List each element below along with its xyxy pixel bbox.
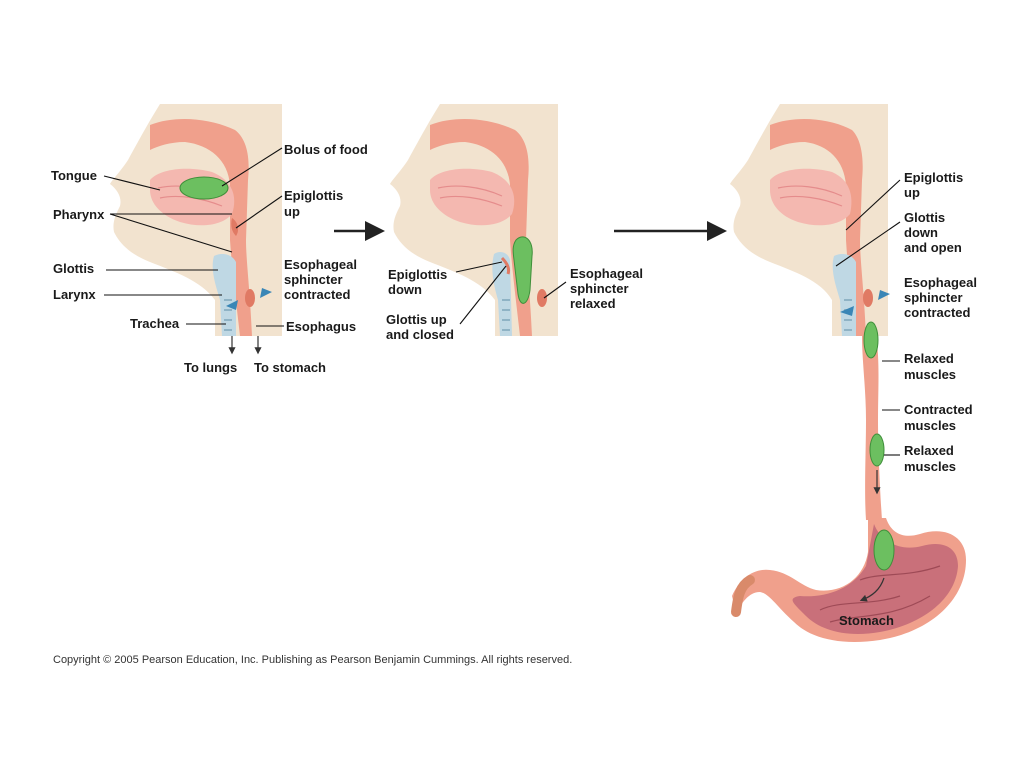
label-epiglottis-down-1: Epiglottis xyxy=(388,267,447,282)
label-epiglottis-down-2: down xyxy=(388,282,422,297)
label-pharynx: Pharynx xyxy=(53,207,105,222)
blue-arrow-left xyxy=(226,300,238,310)
blue-arrow-right xyxy=(260,288,272,298)
label-p3-epiglottis-1: Epiglottis xyxy=(904,170,963,185)
label-p3-sphincter-3: contracted xyxy=(904,305,971,320)
label-glottis-up-1: Glottis up xyxy=(386,312,447,327)
label-p3-sphincter-1: Esophageal xyxy=(904,275,977,290)
bolus xyxy=(512,236,533,304)
label-p3-glottis-3: and open xyxy=(904,240,962,255)
panel-2-swallow-middle: Epiglottis down Glottis up and closed Es… xyxy=(386,104,643,342)
bolus xyxy=(873,529,895,571)
label-larynx: Larynx xyxy=(53,287,96,302)
panel-1-swallow-start: Bolus of food Tongue Epiglottis up Phary… xyxy=(51,104,368,375)
panel-3-head-illustration xyxy=(730,104,890,336)
esophagus-tube xyxy=(862,321,885,520)
label-stomach: Stomach xyxy=(839,613,894,628)
copyright-notice: Copyright © 2005 Pearson Education, Inc.… xyxy=(53,654,572,666)
label-sphincter-relaxed-3: relaxed xyxy=(570,296,616,311)
bolus xyxy=(869,433,885,467)
panel-1-head-illustration xyxy=(110,104,282,355)
label-relaxed-muscles-2b: muscles xyxy=(904,459,956,474)
panel-3-swallow-end: Epiglottis up Glottis down and open Esop… xyxy=(730,104,977,642)
label-sphincter-1: Esophageal xyxy=(284,257,357,272)
stomach-illustration xyxy=(731,518,966,642)
esophageal-sphincter xyxy=(863,289,873,307)
esophageal-sphincter xyxy=(245,289,255,307)
label-p3-epiglottis-2: up xyxy=(904,185,920,200)
label-relaxed-muscles-1b: muscles xyxy=(904,367,956,382)
label-sphincter-relaxed-2: sphincter xyxy=(570,281,629,296)
bolus xyxy=(179,176,229,200)
label-p3-sphincter-2: sphincter xyxy=(904,290,963,305)
label-epiglottis-up-2: up xyxy=(284,204,300,219)
label-bolus-of-food: Bolus of food xyxy=(284,142,368,157)
esophageal-sphincter xyxy=(537,289,547,307)
label-relaxed-muscles-2a: Relaxed xyxy=(904,443,954,458)
label-sphincter-3: contracted xyxy=(284,287,351,302)
label-contracted-muscles-a: Contracted xyxy=(904,402,973,417)
label-glottis-up-2: and closed xyxy=(386,327,454,342)
label-sphincter-2: sphincter xyxy=(284,272,343,287)
label-to-lungs: To lungs xyxy=(184,360,237,375)
label-epiglottis-up-1: Epiglottis xyxy=(284,188,343,203)
label-esophagus: Esophagus xyxy=(286,319,356,334)
label-sphincter-relaxed-1: Esophageal xyxy=(570,266,643,281)
bolus xyxy=(863,321,879,359)
label-glottis: Glottis xyxy=(53,261,94,276)
label-contracted-muscles-b: muscles xyxy=(904,418,956,433)
label-p3-glottis-2: down xyxy=(904,225,938,240)
label-relaxed-muscles-1a: Relaxed xyxy=(904,351,954,366)
blue-arrow-right xyxy=(878,290,890,300)
label-trachea: Trachea xyxy=(130,316,180,331)
blue-arrow-left xyxy=(840,306,854,316)
label-tongue: Tongue xyxy=(51,168,97,183)
label-p3-glottis-1: Glottis xyxy=(904,210,945,225)
panel-2-head-illustration xyxy=(390,104,558,336)
label-to-stomach: To stomach xyxy=(254,360,326,375)
